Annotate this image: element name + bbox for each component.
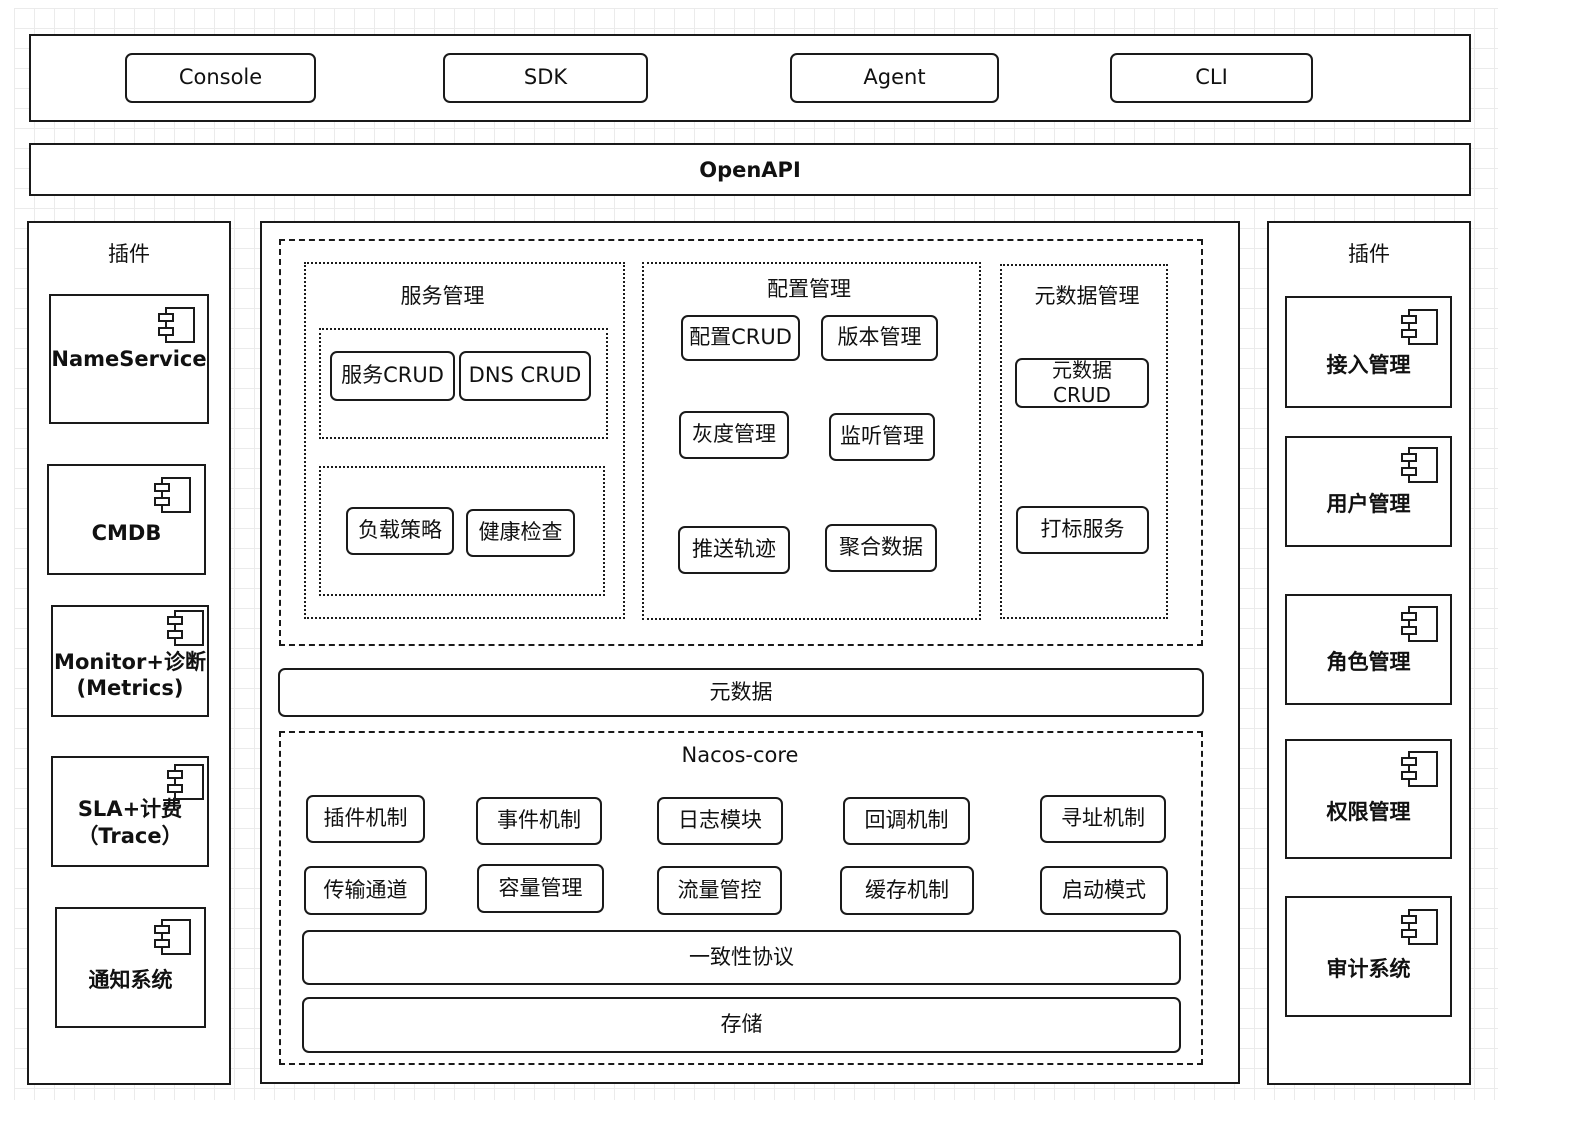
component-icon bbox=[1401, 447, 1438, 483]
plugin-notification-label: 通知系统 bbox=[88, 968, 173, 993]
aggregate-data-box[interactable]: 聚合数据 bbox=[825, 524, 937, 572]
service-management-title: 服务管理 bbox=[400, 284, 485, 308]
plugin-sla-label: SLA+计费 （Trace） bbox=[77, 797, 183, 848]
plugin-access-management-label: 接入管理 bbox=[1326, 352, 1411, 377]
plugin-nameservice-label: NameService bbox=[51, 346, 207, 371]
config-management-title: 配置管理 bbox=[767, 277, 851, 301]
gray-release-box[interactable]: 灰度管理 bbox=[679, 411, 789, 459]
sdk-box[interactable]: SDK bbox=[443, 53, 648, 103]
component-icon bbox=[154, 919, 191, 955]
console-box[interactable]: Console bbox=[125, 53, 316, 103]
metadata-management-panel bbox=[1000, 264, 1168, 619]
cli-box[interactable]: CLI bbox=[1110, 53, 1313, 103]
consistency-protocol-bar[interactable]: 一致性协议 bbox=[302, 930, 1181, 985]
transport-channel-box[interactable]: 传输通道 bbox=[304, 866, 427, 915]
nacos-core-container bbox=[279, 731, 1203, 1065]
component-icon bbox=[1401, 909, 1438, 945]
event-mechanism-box[interactable]: 事件机制 bbox=[476, 797, 602, 845]
callback-mechanism-box[interactable]: 回调机制 bbox=[843, 797, 970, 845]
left-plugin-title: 插件 bbox=[108, 242, 150, 266]
service-policy-group bbox=[319, 466, 605, 596]
listener-management-box[interactable]: 监听管理 bbox=[829, 413, 935, 461]
nacos-core-title: Nacos-core bbox=[681, 743, 799, 767]
config-crud-box[interactable]: 配置CRUD bbox=[681, 315, 800, 361]
service-crud-group bbox=[319, 328, 608, 439]
metadata-crud-label: 元数据 CRUD bbox=[1052, 358, 1112, 407]
service-management-panel bbox=[304, 262, 625, 619]
load-strategy-box[interactable]: 负载策略 bbox=[346, 507, 454, 555]
tagging-service-box[interactable]: 打标服务 bbox=[1016, 506, 1149, 554]
capacity-management-box[interactable]: 容量管理 bbox=[477, 864, 604, 913]
plugin-monitor-label: Monitor+诊断 (Metrics) bbox=[54, 649, 206, 700]
plugin-audit-system-label: 审计系统 bbox=[1326, 957, 1411, 982]
metadata-management-title: 元数据管理 bbox=[1034, 284, 1140, 308]
addressing-mechanism-box[interactable]: 寻址机制 bbox=[1040, 795, 1166, 843]
plugin-role-management-label: 角色管理 bbox=[1326, 650, 1411, 675]
config-management-panel bbox=[642, 262, 981, 620]
plugin-user-management-label: 用户管理 bbox=[1326, 492, 1411, 517]
component-icon bbox=[167, 764, 204, 800]
cache-mechanism-box[interactable]: 缓存机制 bbox=[840, 866, 974, 915]
startup-mode-box[interactable]: 启动模式 bbox=[1040, 866, 1168, 915]
component-icon bbox=[1401, 751, 1438, 787]
log-module-box[interactable]: 日志模块 bbox=[657, 797, 783, 845]
version-management-box[interactable]: 版本管理 bbox=[821, 315, 938, 361]
plugin-mechanism-box[interactable]: 插件机制 bbox=[306, 795, 425, 843]
dns-crud-box[interactable]: DNS CRUD bbox=[459, 351, 591, 401]
push-trace-box[interactable]: 推送轨迹 bbox=[678, 526, 790, 574]
metadata-bar[interactable]: 元数据 bbox=[278, 668, 1204, 717]
business-modules-container bbox=[279, 239, 1203, 646]
health-check-box[interactable]: 健康检查 bbox=[466, 509, 575, 557]
plugin-permission-management-label: 权限管理 bbox=[1326, 799, 1411, 824]
plugin-cmdb-label: CMDB bbox=[91, 521, 162, 546]
component-icon bbox=[1401, 606, 1438, 642]
agent-box[interactable]: Agent bbox=[790, 53, 999, 103]
component-icon bbox=[154, 477, 191, 513]
metadata-crud-box[interactable]: 元数据 CRUD bbox=[1015, 358, 1149, 408]
right-plugin-title: 插件 bbox=[1348, 242, 1390, 266]
traffic-control-box[interactable]: 流量管控 bbox=[657, 866, 782, 915]
service-crud-box[interactable]: 服务CRUD bbox=[330, 351, 455, 401]
component-icon bbox=[1401, 309, 1438, 345]
storage-bar[interactable]: 存储 bbox=[302, 997, 1181, 1053]
openapi-bar[interactable]: OpenAPI bbox=[29, 143, 1471, 196]
component-icon bbox=[167, 610, 204, 646]
component-icon bbox=[158, 307, 195, 343]
